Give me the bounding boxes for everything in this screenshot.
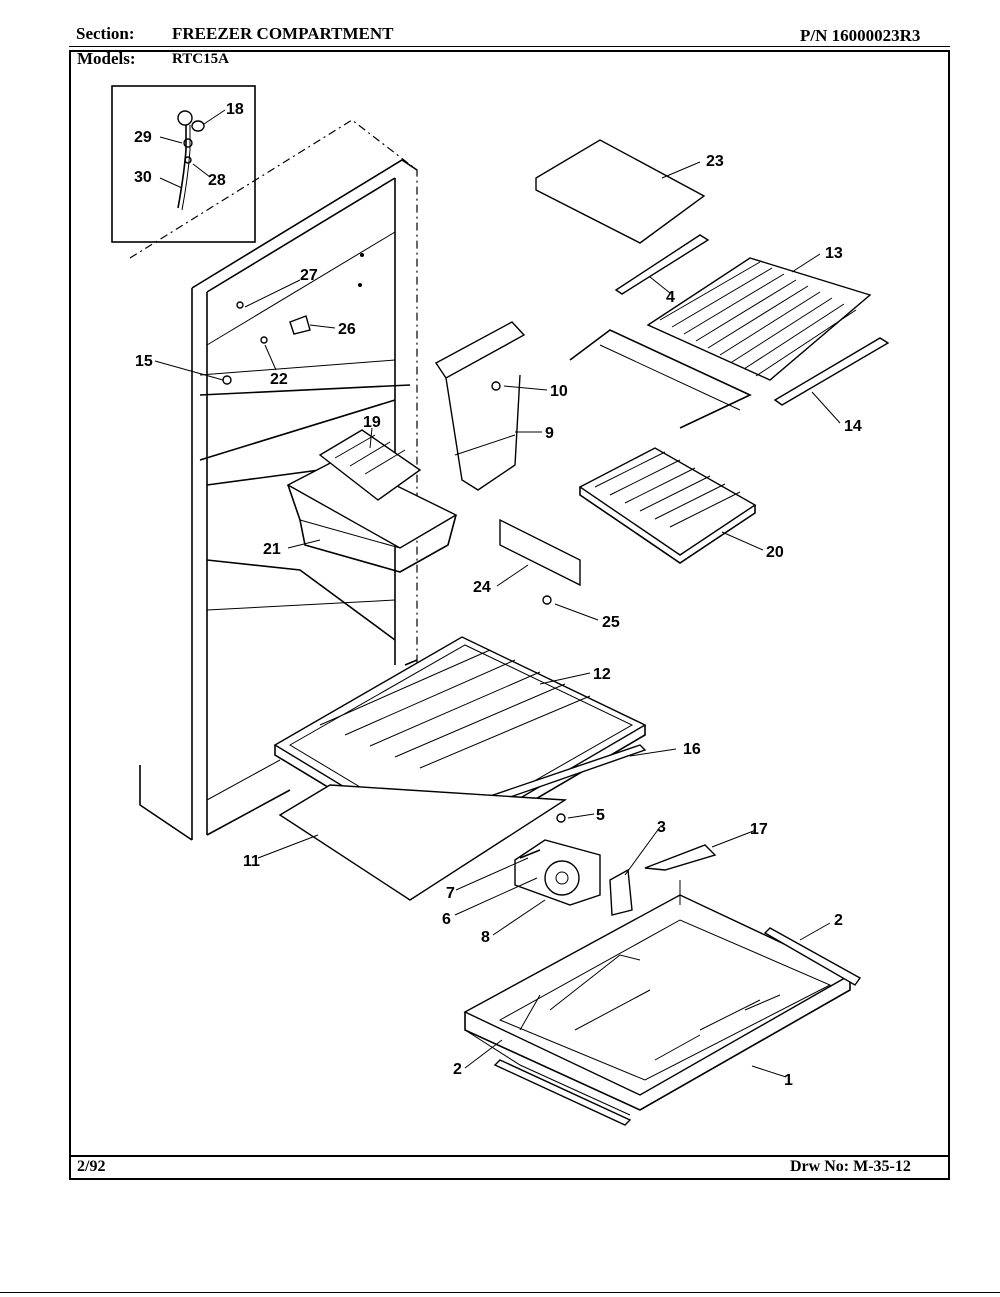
part-24-bracket [499, 518, 581, 587]
callout-23: 23 [706, 153, 724, 170]
callout-12: 12 [593, 666, 611, 683]
part-11-plate [278, 784, 568, 901]
callout-1: 1 [784, 1072, 793, 1089]
callout-29: 29 [134, 129, 152, 146]
section-title: FREEZER COMPARTMENT [172, 24, 394, 43]
part-17-cover [644, 844, 717, 871]
callout-5: 5 [596, 807, 605, 824]
callout-24: 24 [473, 579, 491, 596]
callout-13: 13 [825, 245, 843, 262]
part-23-cover [535, 139, 706, 244]
part-21-ice-bin [286, 429, 458, 573]
models-value: RTC15A [172, 51, 229, 67]
callout-25: 25 [602, 614, 620, 631]
page-bottom-line [0, 1292, 1000, 1293]
drawing-frame [69, 50, 950, 1180]
callout-28: 28 [208, 172, 226, 189]
drawing-number: Drw No: M-35-12 [790, 1158, 911, 1175]
footer-rule [69, 1155, 950, 1157]
callout-7: 7 [446, 885, 455, 902]
part-9-duct [434, 321, 526, 491]
cabinet-outline [129, 119, 418, 841]
leader-lines [154, 109, 841, 1078]
section-label: Section: [76, 24, 135, 43]
callout-21: 21 [263, 541, 281, 558]
part-14-strip [773, 337, 890, 406]
callout-labels: 1 2 2 3 4 5 6 7 8 9 10 11 12 13 14 15 16… [134, 101, 862, 1089]
header-rule [69, 46, 950, 47]
fan-assembly [514, 813, 633, 916]
callout-3: 3 [657, 819, 666, 836]
part-20-ice-tray [578, 447, 757, 564]
callout-30: 30 [134, 169, 152, 186]
callout-2-right: 2 [834, 912, 843, 929]
part-4-strip [614, 234, 710, 295]
callout-17: 17 [750, 821, 768, 838]
callout-27: 27 [300, 267, 318, 284]
callout-10: 10 [550, 383, 568, 400]
callout-19: 19 [363, 414, 381, 431]
part-1-tray [463, 880, 862, 1126]
callout-2-left: 2 [453, 1061, 462, 1078]
callout-8: 8 [481, 929, 490, 946]
footer-date: 2/92 [77, 1158, 106, 1175]
callout-9: 9 [545, 425, 554, 442]
models-label: Models: [77, 49, 136, 68]
callout-15: 15 [135, 353, 153, 370]
callout-22: 22 [270, 371, 288, 388]
inset-detail-box [111, 85, 256, 243]
part-number: P/N 16000023R3 [800, 26, 921, 45]
callout-4: 4 [666, 289, 675, 306]
part-13-wire-shelf [569, 257, 872, 429]
callout-11: 11 [243, 853, 260, 870]
callout-26: 26 [338, 321, 356, 338]
callout-6: 6 [442, 911, 451, 928]
callout-20: 20 [766, 544, 784, 561]
callout-16: 16 [683, 741, 701, 758]
callout-14: 14 [844, 418, 862, 435]
callout-18: 18 [226, 101, 244, 118]
